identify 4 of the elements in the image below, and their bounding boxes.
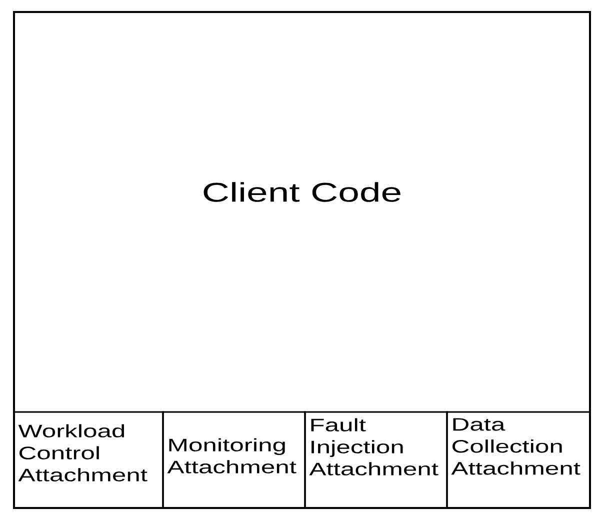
attachment-cell: Fault Injection Attachment bbox=[304, 411, 448, 509]
attachment-cell: Monitoring Attachment bbox=[162, 411, 306, 509]
attachment-cell: Data Collection Attachment bbox=[446, 411, 591, 509]
attachment-cell: Workload Control Attachment bbox=[13, 411, 164, 509]
